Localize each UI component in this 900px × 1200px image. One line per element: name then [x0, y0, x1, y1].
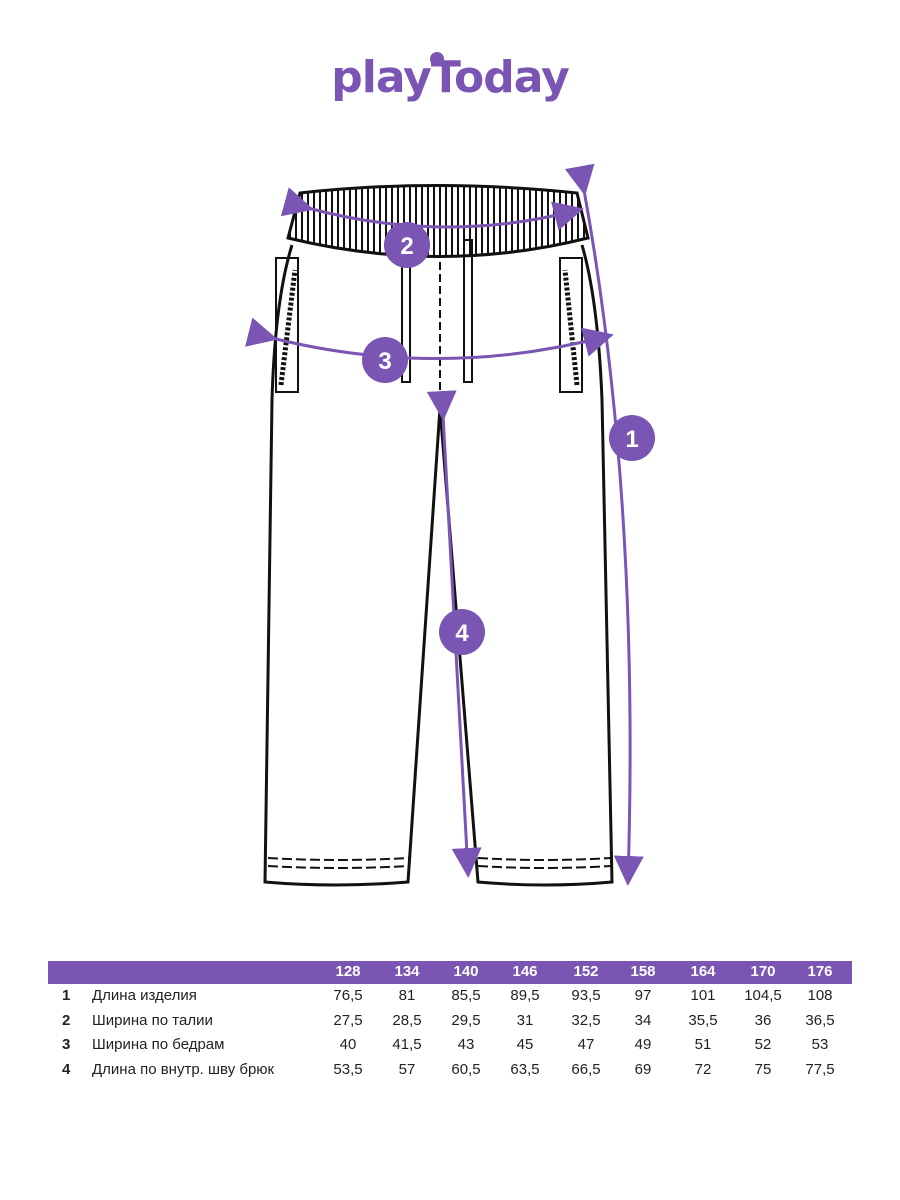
- pants-diagram: 1 2 3 4: [245, 163, 655, 887]
- table-cell: 35,5: [688, 1011, 718, 1029]
- arrow-waist: [280, 187, 584, 231]
- size-header: 152: [573, 963, 599, 980]
- size-header: 134: [394, 963, 420, 980]
- table-cell: 57: [398, 1060, 416, 1078]
- row-number: 4: [62, 1060, 71, 1078]
- row-number: 3: [62, 1036, 71, 1053]
- size-header: 176: [807, 963, 833, 980]
- table-cell: 69: [634, 1060, 652, 1078]
- table-cell: 101: [690, 987, 716, 1004]
- row-label: Длина по внутр. шву брюк: [92, 1060, 275, 1078]
- table-cell: 51: [694, 1036, 712, 1053]
- row-label: Ширина по талии: [92, 1011, 213, 1029]
- brand-logo: playToday: [331, 52, 570, 103]
- svg-text:4: 4: [455, 620, 469, 647]
- table-cell: 52: [754, 1036, 772, 1053]
- table-cell: 89,5: [510, 987, 540, 1004]
- measurement-arrows: [245, 163, 644, 886]
- table-cell: 85,5: [451, 987, 481, 1004]
- size-header: 128: [335, 963, 361, 980]
- svg-text:2: 2: [400, 233, 413, 260]
- size-header: 164: [690, 963, 716, 980]
- table-cell: 31: [516, 1011, 534, 1029]
- table-cell: 108: [807, 987, 833, 1004]
- table-cell: 63,5: [510, 1060, 540, 1078]
- table-cell: 75: [754, 1060, 772, 1078]
- table-row: 3 Ширина по бедрам 40 41,5 43 45 47 49 51 52 53: [48, 1033, 852, 1058]
- arrow-hips: [245, 317, 614, 360]
- size-table: 128 134 140 146 152 158 164 170 176 1 Длина издели…: [48, 961, 852, 1082]
- table-cell: 97: [634, 987, 652, 1004]
- table-cell: 43: [457, 1036, 475, 1053]
- table-cell: 34: [634, 1011, 652, 1029]
- table-row: 2 Ширина по талии 27,5 28,5 29,5 31 32,5 34 35,5…: [48, 1009, 852, 1034]
- table-cell: 32,5: [571, 1011, 601, 1029]
- logo-dot: [430, 52, 444, 66]
- table-cell: 40: [339, 1036, 357, 1053]
- table-cell: 81: [398, 987, 416, 1004]
- size-header: 170: [750, 963, 776, 980]
- size-header: 146: [512, 963, 538, 980]
- table-cell: 60,5: [451, 1060, 481, 1078]
- marker-2: 2: [384, 222, 430, 268]
- svg-text:1: 1: [625, 426, 638, 453]
- size-header: 158: [630, 963, 656, 980]
- table-cell: 77,5: [805, 1060, 835, 1078]
- arrow-length: [564, 163, 644, 886]
- table-cell: 53: [811, 1036, 829, 1053]
- row-number: 2: [62, 1011, 71, 1029]
- table-cell: 29,5: [451, 1011, 481, 1029]
- marker-3: 3: [362, 337, 408, 383]
- table-cell: 36: [754, 1011, 772, 1029]
- pants-outline: [263, 184, 614, 887]
- size-header: 140: [453, 963, 479, 980]
- table-cell: 53,5: [333, 1060, 363, 1078]
- table-cell: 28,5: [392, 1011, 422, 1029]
- svg-text:3: 3: [378, 348, 391, 375]
- table-cell: 41,5: [392, 1036, 422, 1053]
- table-cell: 66,5: [571, 1060, 601, 1078]
- table-row: 4 Длина по внутр. шву брюк 53,5 57 60,5 63,5 6…: [48, 1058, 852, 1083]
- table-cell: 76,5: [333, 987, 363, 1004]
- table-cell: 93,5: [571, 987, 601, 1004]
- table-row: 1 Длина изделия 76,5 81 85,5 89,5 93,5 97 101 104…: [48, 984, 852, 1009]
- table-cell: 104,5: [744, 987, 782, 1004]
- table-cell: 47: [577, 1036, 595, 1053]
- table-cell: 27,5: [333, 1011, 363, 1029]
- row-number: 1: [62, 987, 71, 1004]
- table-cell: 36,5: [805, 1011, 835, 1029]
- table-cell: 45: [516, 1036, 534, 1053]
- marker-1: 1: [609, 415, 655, 461]
- size-header-row: 128 134 140 146 152 158 164 170 176: [48, 961, 852, 984]
- marker-4: 4: [439, 609, 485, 655]
- row-label: Длина изделия: [92, 987, 197, 1004]
- row-label: Ширина по бедрам: [92, 1036, 225, 1053]
- table-cell: 49: [634, 1036, 652, 1053]
- table-cell: 72: [694, 1060, 712, 1078]
